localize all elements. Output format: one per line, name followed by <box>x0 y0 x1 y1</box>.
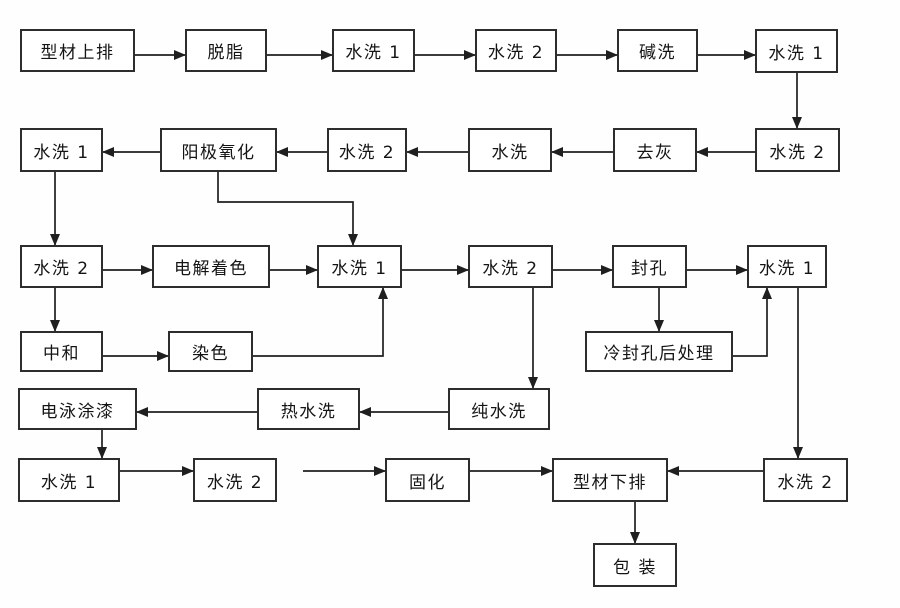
flow-node-water-wash-1d: 水洗 1 <box>317 245 402 288</box>
flow-node-water-wash-2d: 水洗 2 <box>20 245 103 288</box>
flow-node-alkaline-etching: 碱洗 <box>617 29 698 72</box>
flow-node-neutralization: 中和 <box>20 331 103 372</box>
flow-node-water-wash-2e: 水洗 2 <box>468 245 553 288</box>
flow-arrow-n20-n15 <box>253 287 388 357</box>
flow-node-water-wash-1c: 水洗 1 <box>20 128 103 172</box>
flow-node-water-wash-2a: 水洗 2 <box>475 29 557 72</box>
flow-node-cold-seal-post-treatment: 冷封孔后处理 <box>585 331 733 372</box>
flow-node-electrolytic-coloring: 电解着色 <box>152 245 270 288</box>
flow-node-pure-water-wash: 纯水洗 <box>448 388 550 430</box>
flow-node-electrophoretic-painting: 电泳涂漆 <box>18 388 137 430</box>
flow-node-degreasing: 脱脂 <box>185 29 267 72</box>
flow-node-water-wash-2b: 水洗 2 <box>327 128 407 172</box>
flow-node-profile-unloading: 型材下排 <box>552 458 668 502</box>
flow-node-packaging: 包 装 <box>593 543 677 587</box>
flow-node-water-wash-1a: 水洗 1 <box>332 29 415 72</box>
flow-node-water-wash-1b: 水洗 1 <box>755 29 838 73</box>
flow-node-hot-water-wash: 热水洗 <box>257 388 360 430</box>
flow-node-water-wash-1e: 水洗 1 <box>747 245 827 288</box>
flow-node-desmutting: 去灰 <box>613 128 697 172</box>
flow-node-sealing: 封孔 <box>612 245 687 288</box>
flow-node-water-wash-2f: 水洗 2 <box>193 458 277 502</box>
flow-node-water-wash-1f: 水洗 1 <box>18 458 120 502</box>
flow-node-anodizing: 阳极氧化 <box>160 128 277 172</box>
flow-node-water-wash-2g: 水洗 2 <box>763 458 848 502</box>
flow-node-water-wash: 水洗 <box>468 128 552 172</box>
flow-node-water-wash-2c: 水洗 2 <box>755 128 840 172</box>
flow-arrow-n21-n18 <box>733 287 772 357</box>
flow-node-dyeing: 染色 <box>168 331 253 372</box>
flow-node-profile-loading: 型材上排 <box>20 29 135 72</box>
flow-node-curing: 固化 <box>385 458 470 502</box>
flow-arrow-n8-n15 <box>217 172 358 246</box>
